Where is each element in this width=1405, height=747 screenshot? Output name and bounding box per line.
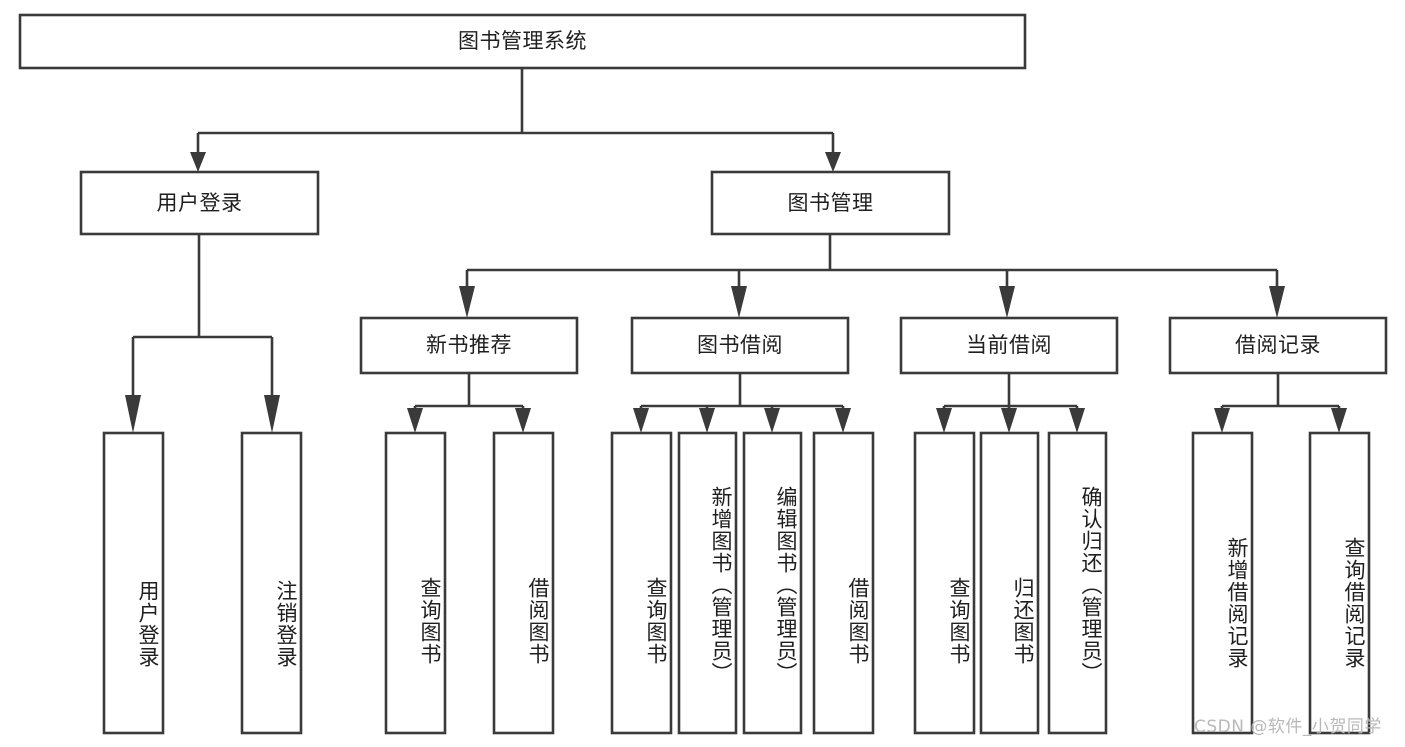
- arrowhead-leaf-query-record: [1331, 408, 1347, 433]
- node-box-leaf-add-book[interactable]: [677, 431, 738, 735]
- arrowhead-leaf-return-book: [1001, 408, 1017, 433]
- arrowhead-current-borrow: [999, 286, 1015, 318]
- node-box-borrow-record[interactable]: [1168, 316, 1388, 375]
- connector-root-to-level2: [196, 68, 835, 158]
- node-box-leaf-edit-book[interactable]: [742, 431, 803, 735]
- arrowhead-leaf-edit-book: [764, 408, 780, 433]
- node-box-leaf-add-record[interactable]: [1191, 431, 1254, 735]
- arrowhead-new-book-recommend: [459, 286, 475, 318]
- node-box-leaf-confirm-return[interactable]: [1047, 431, 1108, 735]
- node-box-leaf-query-book-2[interactable]: [610, 431, 673, 735]
- arrowhead-leaf-user-login: [125, 395, 141, 433]
- node-box-leaf-borrow-book-1[interactable]: [492, 431, 555, 735]
- node-box-leaf-borrow-book-2[interactable]: [812, 431, 875, 735]
- arrowhead-borrow-record: [1269, 286, 1285, 318]
- arrowhead-user-login: [190, 152, 206, 172]
- node-box-book-management[interactable]: [710, 170, 951, 236]
- node-box-leaf-user-login[interactable]: [102, 431, 165, 735]
- arrowhead-leaf-query-book-2: [633, 408, 649, 433]
- arrowhead-leaf-query-book-3: [936, 408, 952, 433]
- node-box-leaf-user-logout[interactable]: [240, 431, 303, 735]
- node-box-leaf-query-book-1[interactable]: [384, 431, 447, 735]
- node-box-user-login[interactable]: [79, 170, 320, 236]
- arrowhead-leaf-confirm-return: [1069, 408, 1085, 433]
- connector-borrow-record-to-leaves: [1220, 373, 1341, 415]
- arrowhead-leaf-borrow-book-1: [515, 408, 531, 433]
- arrowhead-leaf-add-book: [699, 408, 715, 433]
- connector-user-login-to-leaves: [131, 234, 274, 400]
- node-box-new-book-recommend[interactable]: [359, 316, 579, 375]
- arrowhead-leaf-add-record: [1214, 408, 1230, 433]
- node-box-leaf-query-book-3[interactable]: [913, 431, 976, 735]
- connector-new-book-to-leaves: [413, 373, 525, 415]
- arrowhead-book-borrow: [731, 286, 747, 318]
- node-box-leaf-query-record[interactable]: [1308, 431, 1371, 735]
- arrowhead-leaf-query-book-1: [407, 408, 423, 433]
- arrowhead-leaf-borrow-book-2: [835, 408, 851, 433]
- connector-book-borrow-to-leaves: [639, 373, 845, 415]
- arrowhead-leaf-user-logout: [264, 395, 280, 433]
- node-box-leaf-return-book[interactable]: [979, 431, 1040, 735]
- node-box-root[interactable]: [18, 13, 1027, 70]
- node-box-book-borrow[interactable]: [630, 316, 850, 375]
- arrowhead-book-management: [825, 152, 841, 172]
- connector-book-management-to-level3: [465, 234, 1279, 290]
- node-box-current-borrow[interactable]: [899, 316, 1119, 375]
